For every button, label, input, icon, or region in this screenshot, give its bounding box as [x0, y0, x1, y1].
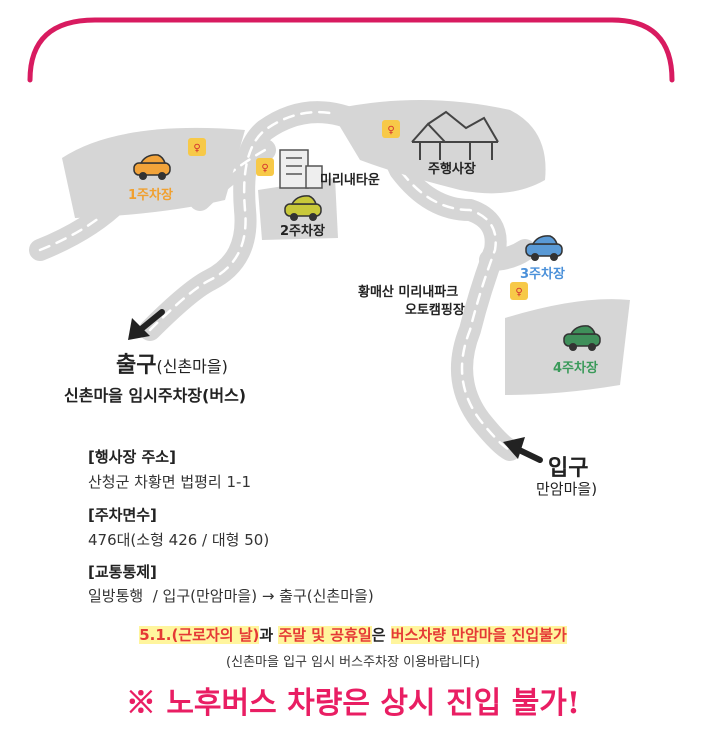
- exit-arrow-icon: [128, 309, 165, 340]
- entrance-arrow-icon: [503, 437, 543, 463]
- lot3-label: 3주차장: [520, 267, 565, 282]
- parking-title: [주차면수]: [88, 506, 157, 524]
- car-icon: [133, 154, 601, 351]
- lot4-area: [505, 299, 630, 395]
- parking-value: 476대(소형 426 / 대형 50): [88, 531, 270, 549]
- lot1-label: 1주차장: [128, 188, 173, 203]
- venue-label: 주행사장: [428, 162, 476, 177]
- notice-line1: 5.1.(근로자의 날)과 주말 및 공휴일은 버스차량 만암마을 진입불가: [0, 624, 706, 645]
- address-value: 산청군 차황면 법평리 1-1: [88, 473, 252, 491]
- exit-sub: (신촌마을): [156, 357, 228, 376]
- entrance-sub: 만암마을): [536, 480, 598, 498]
- notice-highlight-bus: 버스차량 만암마을 진입불가: [390, 626, 567, 644]
- exit-main: 출구: [116, 353, 157, 378]
- tent-icon: [411, 110, 499, 160]
- traffic-title: [교통통제]: [88, 563, 157, 581]
- notice-highlight-holiday: 5.1.(근로자의 날): [139, 626, 260, 644]
- svg-text:♀: ♀: [387, 125, 394, 136]
- exit-label: 출구(신촌마을): [116, 347, 228, 379]
- svg-text:♀: ♀: [515, 287, 522, 298]
- entrance-label: 입구: [548, 456, 589, 481]
- restroom-icon: ♀ ♀ ♀ ♀: [188, 120, 528, 300]
- warning-text: ※ 노후버스 차량은 상시 진입 불가!: [125, 686, 581, 721]
- camping-label-line1: 황매산 미리내파크: [358, 285, 459, 300]
- lot4-label: 4주차장: [553, 361, 598, 376]
- notice-connector-1: 과: [259, 626, 279, 644]
- lot2-label: 2주차장: [280, 224, 325, 239]
- svg-text:♀: ♀: [261, 163, 268, 174]
- town-label: 미리내타운: [320, 173, 380, 188]
- traffic-value: 일방통행 / 입구(만암마을) → 출구(신촌마을): [88, 587, 374, 605]
- camping-label-line2: 오토캠핑장: [405, 303, 465, 318]
- address-title: [행사장 주소]: [88, 448, 176, 466]
- exit-parking-note: 신촌마을 임시주차장(버스): [64, 386, 247, 405]
- notice-highlight-weekend: 주말 및 공휴일: [278, 626, 372, 644]
- building-icon: [279, 149, 323, 189]
- notice-connector-2: 은: [371, 626, 391, 644]
- notice-line2: (신촌마을 입구 임시 버스주차장 이용바랍니다): [226, 655, 480, 670]
- svg-text:♀: ♀: [193, 143, 200, 154]
- frame-border: [27, 17, 675, 83]
